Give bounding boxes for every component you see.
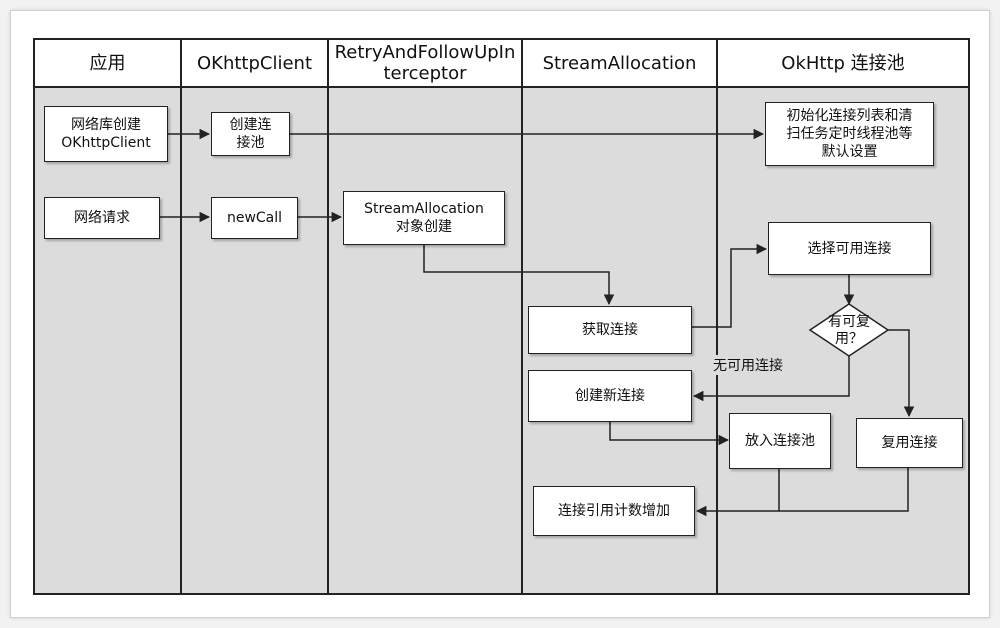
lane-okhttpclient: OKhttpClient <box>182 40 329 593</box>
lane-header-stream-allocation: StreamAllocation <box>523 40 716 88</box>
lane-header-okhttpclient: OKhttpClient <box>182 40 327 88</box>
node-select-connection: 选择可用连接 <box>768 222 931 275</box>
lane-header-connection-pool: OkHttp 连接池 <box>718 40 968 88</box>
node-ref-count-increase: 连接引用计数增加 <box>533 486 695 536</box>
node-get-connection: 获取连接 <box>528 306 692 354</box>
lane-header-app: 应用 <box>35 40 180 88</box>
decision-reusable-label: 有可复 用？ <box>828 314 870 347</box>
node-init-pool: 初始化连接列表和清 扫任务定时线程池等 默认设置 <box>765 102 934 166</box>
node-create-pool: 创建连 接池 <box>211 112 290 156</box>
lane-header-retry-interceptor: RetryAndFollowUpInterceptor <box>329 40 521 88</box>
lane-connection-pool: OkHttp 连接池 <box>718 40 968 593</box>
lane-retry-interceptor: RetryAndFollowUpInterceptor <box>329 40 523 593</box>
node-create-new-connection: 创建新连接 <box>528 370 692 422</box>
node-put-into-pool: 放入连接池 <box>729 413 831 469</box>
node-new-call: newCall <box>211 197 298 239</box>
node-stream-allocation-create: StreamAllocation 对象创建 <box>343 191 505 245</box>
node-network-request: 网络请求 <box>44 197 160 239</box>
edge-label-no-available: 无可用连接 <box>711 355 785 375</box>
lane-app: 应用 <box>35 40 182 593</box>
node-app-create-client: 网络库创建 OKhttpClient <box>44 106 168 162</box>
node-reuse-connection: 复用连接 <box>856 418 963 468</box>
